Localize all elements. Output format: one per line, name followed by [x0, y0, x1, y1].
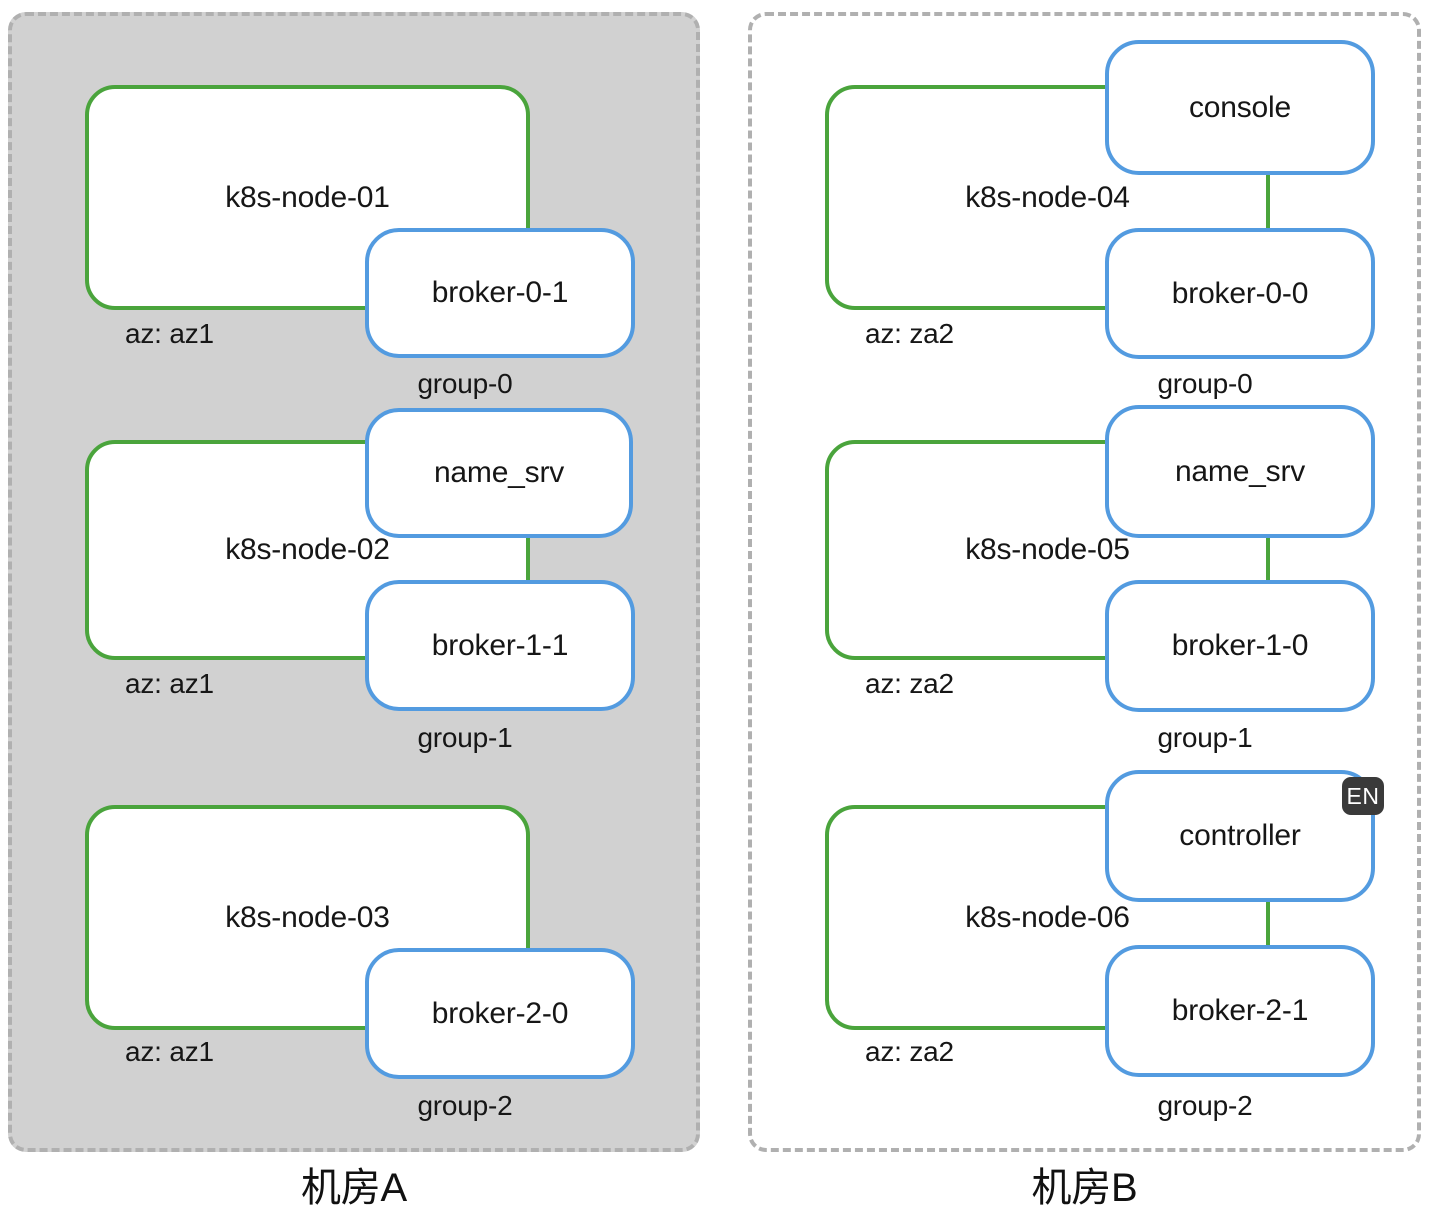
pod-box: broker-1-0 [1105, 580, 1375, 712]
pod-name: controller [1179, 819, 1301, 852]
pod-box: broker-2-0 [365, 948, 635, 1079]
az-label: az: za2 [865, 1036, 954, 1067]
group-label: group-2 [1157, 1090, 1253, 1121]
node-name: k8s-node-01 [225, 180, 390, 214]
node-name: k8s-node-06 [965, 900, 1130, 934]
pod-name: name_srv [433, 456, 565, 489]
pod-name: broker-1-1 [431, 628, 569, 662]
az-label: az: az1 [125, 668, 214, 699]
pod-box: controller [1105, 770, 1375, 902]
az-label: az: az1 [125, 1036, 214, 1067]
node-name: k8s-node-02 [225, 533, 390, 566]
pod-name: broker-2-1 [1171, 994, 1309, 1027]
pod-name: broker-1-0 [1171, 629, 1309, 662]
pod-box: name_srv [365, 408, 633, 538]
input-language-badge: EN [1342, 777, 1384, 815]
pod-box: console [1105, 40, 1375, 175]
pod-box: name_srv [1105, 405, 1375, 538]
group-label: group-1 [417, 722, 513, 753]
az-label: az: az1 [125, 318, 214, 349]
node-name: k8s-node-04 [965, 180, 1130, 214]
datacenter-title-a: 机房A [300, 1166, 408, 1210]
pod-box: broker-1-1 [365, 580, 635, 711]
pod-box: broker-0-0 [1105, 228, 1375, 359]
pod-box: broker-2-1 [1105, 945, 1375, 1077]
az-label: az: za2 [865, 668, 954, 699]
group-label: group-1 [1157, 722, 1253, 753]
node-name: k8s-node-03 [225, 900, 390, 934]
pod-name: broker-0-1 [431, 276, 569, 309]
group-label: group-2 [417, 1090, 513, 1121]
datacenter-title-b: 机房B [1031, 1166, 1138, 1210]
node-name: k8s-node-05 [965, 533, 1130, 566]
pod-name: console [1188, 90, 1291, 124]
pod-box: broker-0-1 [365, 228, 635, 358]
pod-name: broker-0-0 [1171, 276, 1309, 310]
pod-name: broker-2-0 [431, 996, 569, 1030]
az-label: az: za2 [865, 318, 954, 349]
pod-name: name_srv [1174, 454, 1306, 488]
group-label: group-0 [1157, 368, 1253, 399]
group-label: group-0 [417, 368, 513, 399]
